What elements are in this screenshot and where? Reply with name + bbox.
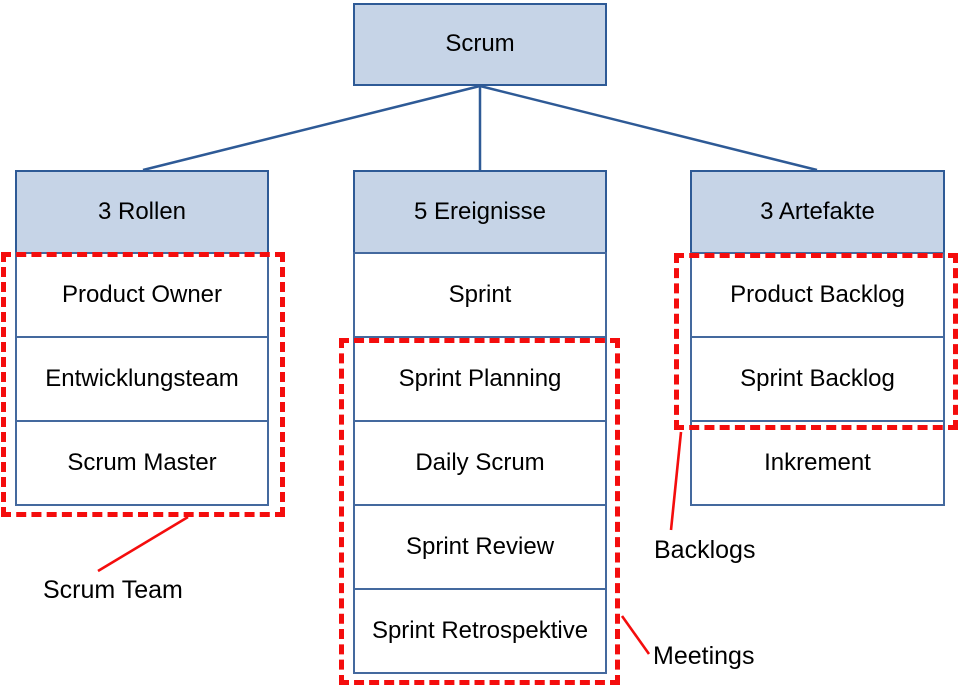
column-header-rollen: 3 Rollen [15,170,269,254]
column-header-artefakte: 3 Artefakte [690,170,945,254]
node-scrum-master: Scrum Master [15,420,269,506]
node-sprint-planning: Sprint Planning [353,336,607,422]
column-header-label: 3 Rollen [97,198,187,225]
column-header-label: 3 Artefakte [760,198,875,225]
annotation-backlogs: Backlogs [654,536,756,564]
node-sprint-backlog: Sprint Backlog [690,336,945,422]
column-artefakte: 3 Artefakte Product Backlog Sprint Backl… [690,170,945,506]
callout-line-scrum-team [97,515,189,573]
column-header-ereignisse: 5 Ereignisse [353,170,607,254]
node-label: Inkrement [764,449,871,476]
node-label: Entwicklungsteam [45,365,239,392]
node-inkrement: Inkrement [690,420,945,506]
annotation-scrum-team: Scrum Team [43,576,183,604]
node-label: Sprint [448,281,512,308]
node-entwicklungsteam: Entwicklungsteam [15,336,269,422]
node-label: Sprint Backlog [740,365,895,392]
annotation-meetings: Meetings [653,642,755,670]
connector-root-to-artefakte [479,84,818,172]
callout-line-meetings [620,615,651,655]
node-daily-scrum: Daily Scrum [353,420,607,506]
node-sprint-review: Sprint Review [353,504,607,590]
node-label: Sprint Review [405,533,555,560]
connector-root-to-rollen [142,84,481,172]
node-sprint-retrospektive: Sprint Retrospektive [353,588,607,674]
node-label: Sprint Planning [398,365,562,392]
column-rollen: 3 Rollen Product Owner Entwicklungsteam … [15,170,269,506]
root-node-scrum: Scrum [353,3,607,86]
column-header-label: 5 Ereignisse [413,198,547,225]
node-label: Daily Scrum [415,449,545,476]
node-label: Scrum Master [67,449,217,476]
node-product-owner: Product Owner [15,252,269,338]
column-ereignisse: 5 Ereignisse Sprint Sprint Planning Dail… [353,170,607,674]
node-sprint: Sprint [353,252,607,338]
node-label: Product Owner [61,281,223,308]
root-node-label: Scrum [445,30,515,58]
callout-line-backlogs [669,431,683,531]
node-label: Sprint Retrospektive [371,617,589,644]
node-label: Product Backlog [730,281,905,308]
node-product-backlog: Product Backlog [690,252,945,338]
